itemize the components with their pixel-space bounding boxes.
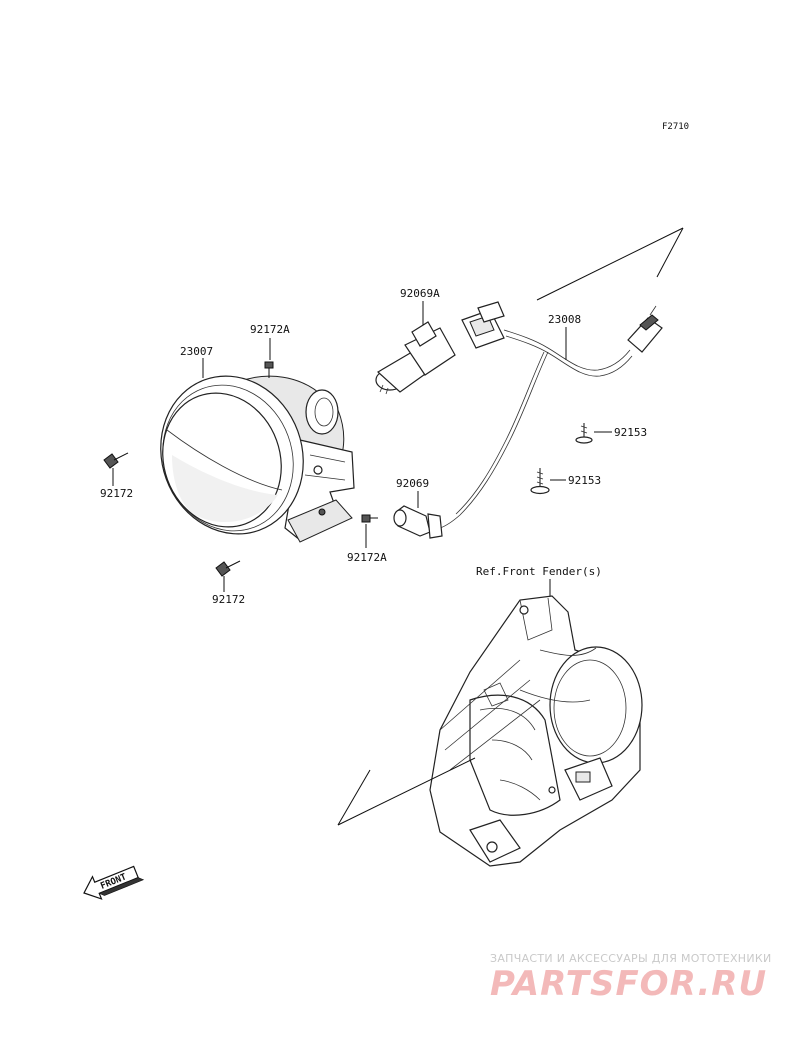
bulb-92069 [393, 505, 443, 539]
screw-92172a-bottom [361, 514, 378, 523]
wire-harness [439, 305, 663, 529]
reference-label: Ref.Front Fender(s) [476, 565, 602, 578]
reference-line-lower [337, 757, 476, 826]
watermark-logo: PARTSFOR.RU [490, 964, 767, 1004]
label-92172-left: 92172 [100, 487, 133, 500]
bolt-92153-lower [530, 468, 550, 495]
screw-92172-left [103, 452, 129, 469]
reference-line-upper [536, 227, 684, 301]
label-92153-upper: 92153 [614, 426, 647, 439]
label-23008: 23008 [548, 313, 581, 326]
screw-92172-bottom [215, 560, 241, 577]
watermark-tagline: ЗАПЧАСТИ И АКСЕССУАРЫ ДЛЯ МОТОТЕХНИКИ [490, 952, 772, 965]
front-fender-ref [429, 595, 643, 867]
figure-code: F2710 [662, 122, 689, 132]
bolt-92153-upper [575, 423, 593, 444]
front-arrow: FRONT [83, 865, 145, 900]
label-92069: 92069 [396, 477, 429, 490]
label-92069a: 92069A [400, 287, 440, 300]
label-92172a-bottom: 92172A [347, 551, 387, 564]
label-92172-bottom: 92172 [212, 593, 245, 606]
headlight-assembly [160, 375, 355, 543]
bulb-92069a [375, 321, 456, 395]
label-92172a-top: 92172A [250, 323, 290, 336]
label-92153-lower: 92153 [568, 474, 601, 487]
label-23007: 23007 [180, 345, 213, 358]
screw-92172a-top [264, 361, 274, 378]
bulb-connector [461, 301, 505, 349]
